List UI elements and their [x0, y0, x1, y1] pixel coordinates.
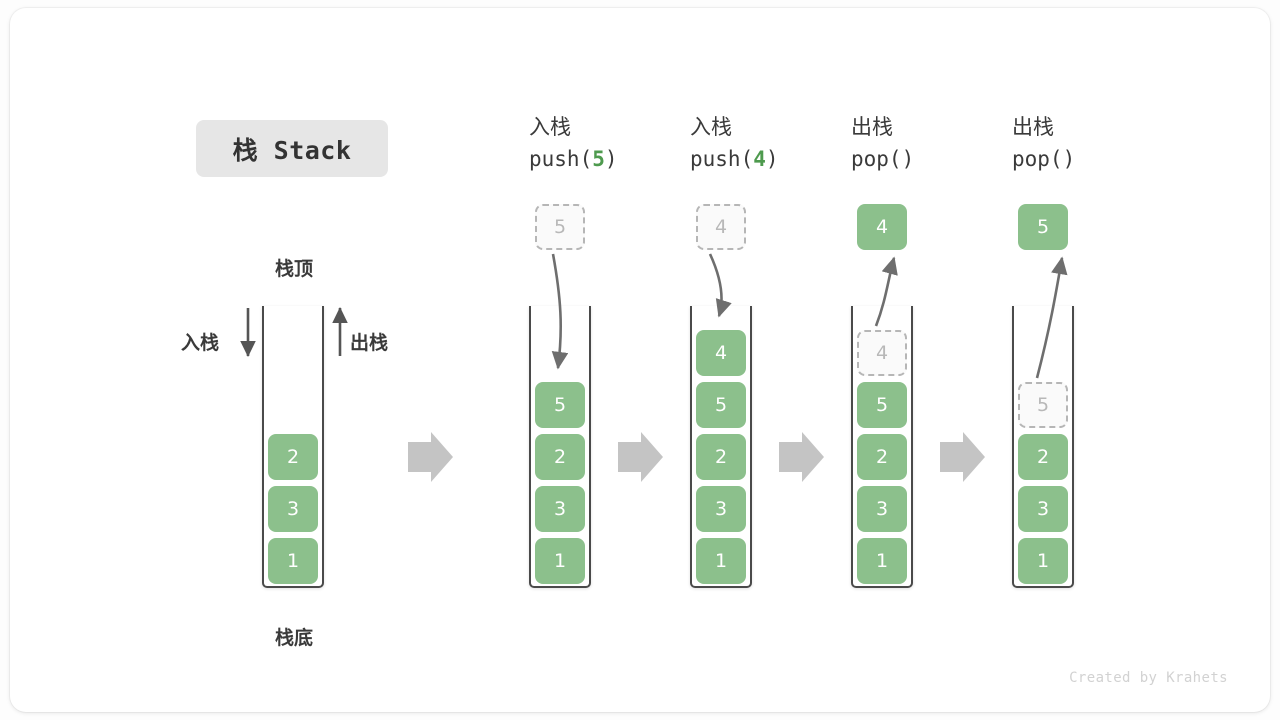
- operation-header: 出栈 pop(): [1012, 112, 1202, 176]
- operation-label-cn: 入栈: [690, 115, 732, 139]
- operation-header: 入栈 push(4): [690, 112, 880, 176]
- page-title: 栈 Stack: [196, 120, 388, 177]
- popped-element-box: 5: [1018, 204, 1068, 250]
- operation-label-code: push(5): [529, 147, 618, 171]
- step-arrow-1: [408, 432, 453, 482]
- operation-header: 入栈 push(5): [529, 112, 719, 176]
- stack-cell: 1: [857, 538, 907, 584]
- operation-label-cn: 出栈: [851, 115, 893, 139]
- stack-cell: 3: [857, 486, 907, 532]
- stack-cell: 3: [535, 486, 585, 532]
- popped-element-box: 4: [857, 204, 907, 250]
- operation-label-code: push(4): [690, 147, 779, 171]
- stack-bottom-label: 栈底: [274, 627, 313, 649]
- operation-label-cn: 入栈: [529, 115, 571, 139]
- stack-cell-ghost: 4: [857, 330, 907, 376]
- credit-text: Created by Krahets: [1069, 670, 1228, 686]
- stack-cell: 4: [696, 330, 746, 376]
- step-arrow-2: [618, 432, 663, 482]
- stack-cell: 5: [857, 382, 907, 428]
- stack-cell: 1: [535, 538, 585, 584]
- stack-cell: 2: [696, 434, 746, 480]
- step-arrow-3: [779, 432, 824, 482]
- stack-cell: 1: [1018, 538, 1068, 584]
- operation-argument: 4: [753, 147, 766, 171]
- incoming-element-box: 4: [696, 204, 746, 250]
- stack-cell: 3: [1018, 486, 1068, 532]
- stack-cell: 2: [268, 434, 318, 480]
- push-direction-label: 入栈: [181, 332, 220, 354]
- stack-cell: 3: [268, 486, 318, 532]
- operation-header: 出栈 pop(): [851, 112, 1041, 176]
- operation-label-code: pop(): [1012, 147, 1076, 171]
- stack-top-label: 栈顶: [274, 258, 313, 280]
- stack-cell: 2: [857, 434, 907, 480]
- stack-cell: 2: [535, 434, 585, 480]
- stack-cell: 1: [268, 538, 318, 584]
- stack-cell: 5: [696, 382, 746, 428]
- stack-cell: 5: [535, 382, 585, 428]
- step-arrow-4: [940, 432, 985, 482]
- stack-cell-ghost: 5: [1018, 382, 1068, 428]
- incoming-element-box: 5: [535, 204, 585, 250]
- operation-label-cn: 出栈: [1012, 115, 1054, 139]
- pop-direction-label: 出栈: [350, 332, 389, 354]
- operation-argument: 5: [592, 147, 605, 171]
- stack-cell: 3: [696, 486, 746, 532]
- stack-cell: 2: [1018, 434, 1068, 480]
- operation-label-code: pop(): [851, 147, 915, 171]
- stack-cell: 1: [696, 538, 746, 584]
